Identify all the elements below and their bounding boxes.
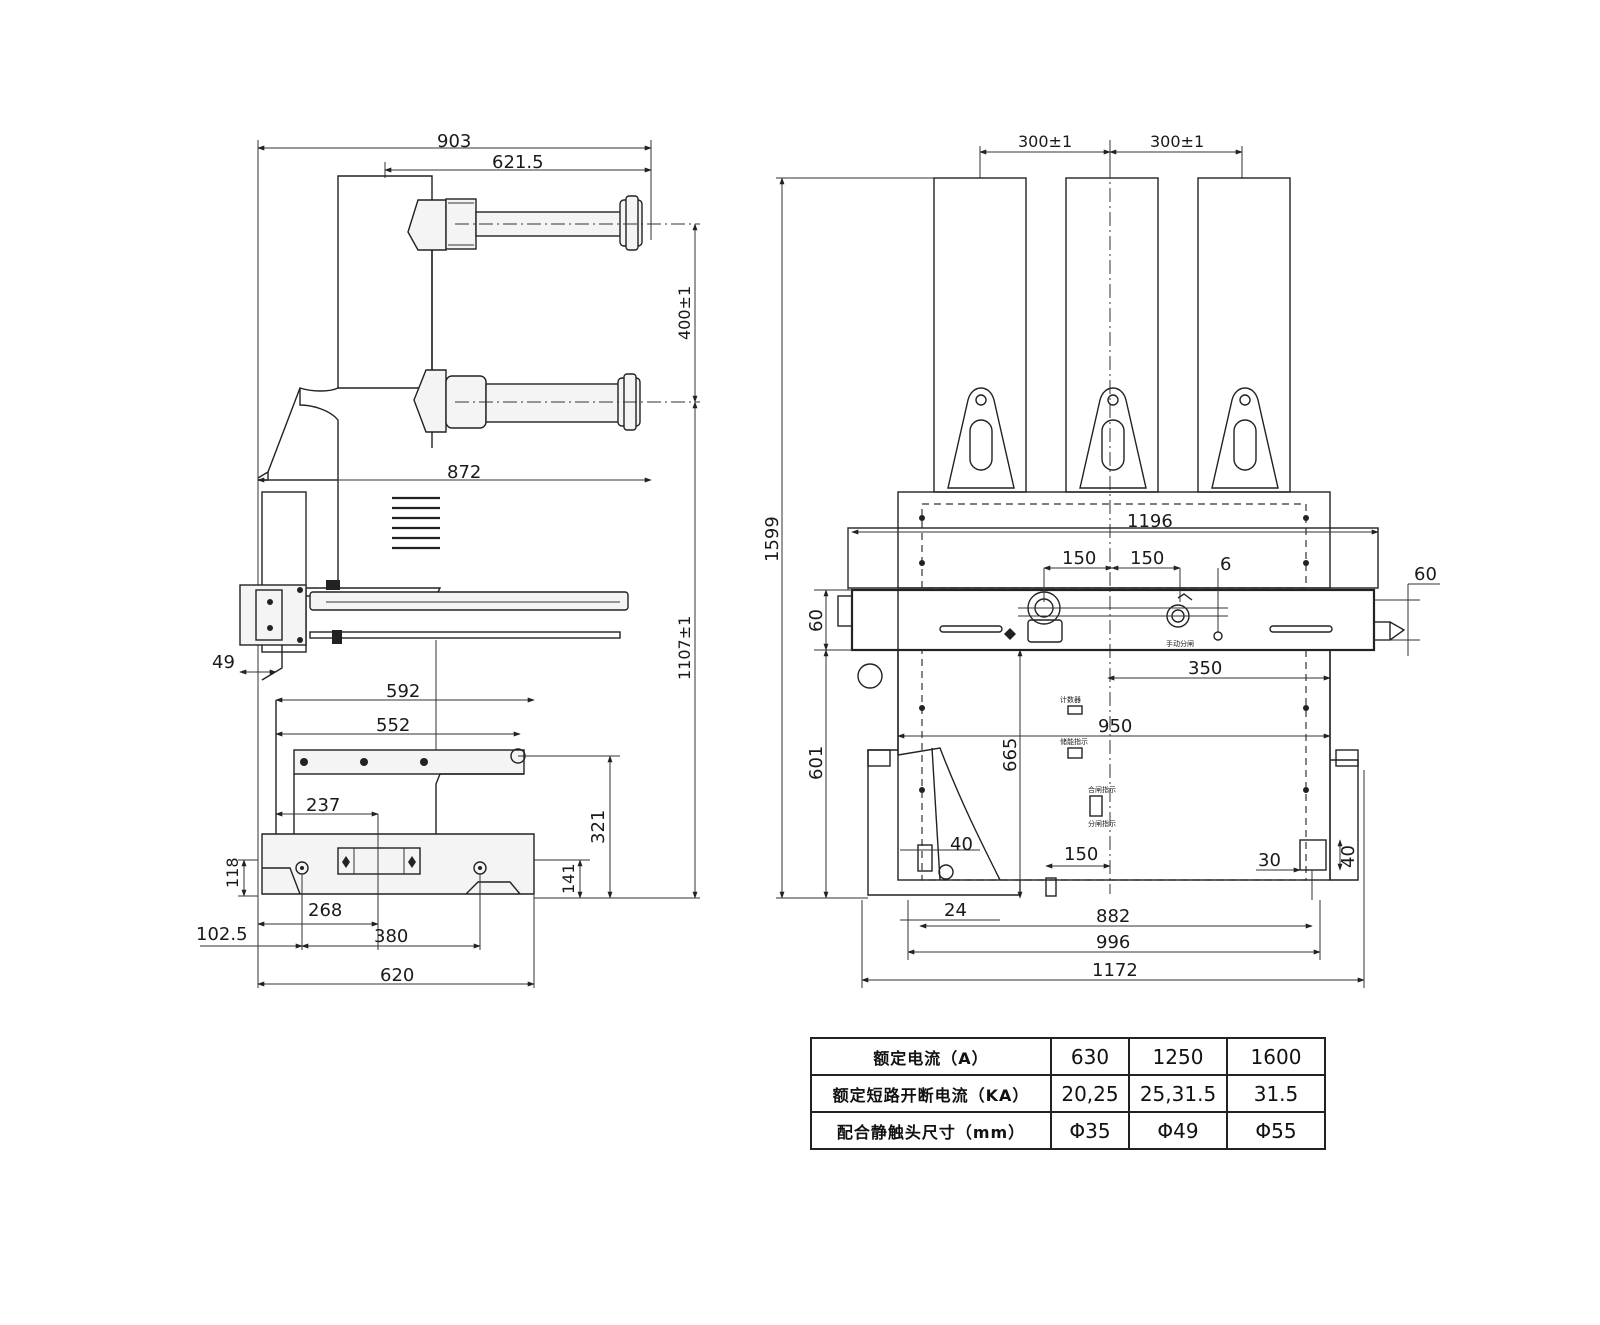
dim-400: 400±1 [675, 286, 694, 340]
dim-268: 268 [308, 900, 342, 921]
chassis: 计数器 储能指示 合闸指示 分闸指示 [857, 649, 1359, 900]
dim-150-bottom: 150 [1064, 844, 1098, 865]
cell-value: 1250 [1128, 1037, 1228, 1076]
dim-24: 24 [944, 900, 967, 921]
side-view: 903 621.5 400±1 872 1107±1 49 592 552 23… [196, 131, 700, 988]
cell-value: 1600 [1226, 1037, 1326, 1076]
cell-value: Φ49 [1128, 1111, 1228, 1150]
dim-49: 49 [212, 652, 235, 673]
base-frame [238, 833, 535, 897]
dim-102-5: 102.5 [196, 924, 248, 945]
cell-value: Φ55 [1226, 1111, 1326, 1150]
lower-arm [413, 369, 641, 433]
dim-118: 118 [223, 857, 242, 888]
front-dimensions [776, 177, 1440, 988]
dim-1107: 1107±1 [675, 616, 694, 680]
label-trip: 分闸指示 [1088, 819, 1116, 828]
table-row: 额定电流（A） 630 1250 1600 [810, 1037, 1326, 1076]
dim-665: 665 [1000, 738, 1021, 772]
dim-150-right: 150 [1130, 548, 1164, 569]
dim-321: 321 [588, 810, 609, 844]
pole-brackets [947, 387, 1279, 489]
label-storage: 储能指示 [1060, 737, 1088, 746]
row-label: 额定电流（A） [810, 1037, 1052, 1076]
upper-arm [407, 195, 643, 251]
dim-1196: 1196 [1127, 511, 1173, 532]
row-label: 额定短路开断电流（KA） [810, 1074, 1052, 1113]
spec-table: 额定电流（A） 630 1250 1600 额定短路开断电流（KA） 20,25… [810, 1037, 1326, 1150]
side-dimension-labels: 903 621.5 400±1 872 1107±1 49 592 552 23… [196, 131, 694, 986]
dim-141: 141 [559, 863, 578, 894]
dim-30: 30 [1258, 850, 1281, 871]
dim-872: 872 [447, 462, 481, 483]
dim-620: 620 [380, 965, 414, 986]
cell-value: 31.5 [1226, 1074, 1326, 1113]
dim-150-left: 150 [1062, 548, 1096, 569]
dim-6: 6 [1220, 554, 1231, 575]
dim-380: 380 [374, 926, 408, 947]
dim-996: 996 [1096, 932, 1130, 953]
dim-350: 350 [1188, 658, 1222, 679]
cell-value: 20,25 [1050, 1074, 1130, 1113]
label-close: 合闸指示 [1088, 785, 1116, 794]
dim-601: 601 [806, 746, 827, 780]
dim-552: 552 [376, 715, 410, 736]
dim-237: 237 [306, 795, 340, 816]
front-view: 手动分闸 计数器 储能指示 合闸指示 分闸指示 [762, 132, 1440, 988]
dim-903: 903 [437, 131, 471, 152]
pole-housings [933, 140, 1291, 894]
truck [275, 640, 526, 834]
frame [837, 491, 1406, 881]
dim-60-left: 60 [806, 609, 827, 632]
dim-882: 882 [1096, 906, 1130, 927]
dim-300-left: 300±1 [1018, 132, 1072, 151]
row-label: 配合静触头尺寸（mm） [810, 1111, 1052, 1150]
dim-1172: 1172 [1092, 960, 1138, 981]
cell-value: 25,31.5 [1128, 1074, 1228, 1113]
table-row: 配合静触头尺寸（mm） Φ35 Φ49 Φ55 [810, 1111, 1326, 1150]
dim-592: 592 [386, 681, 420, 702]
front-dimension-labels: 300±1 300±1 1599 1196 150 150 6 60 60 35… [762, 132, 1437, 981]
dim-40-bracket: 40 [950, 834, 973, 855]
label-manual-op: 手动分闸 [1166, 639, 1194, 648]
dim-300-right: 300±1 [1150, 132, 1204, 151]
cell-value: 630 [1050, 1037, 1130, 1076]
table-row: 额定短路开断电流（KA） 20,25 25,31.5 31.5 [810, 1074, 1326, 1113]
label-counter: 计数器 [1060, 695, 1081, 704]
cooling-fins [392, 496, 440, 550]
dim-950: 950 [1098, 716, 1132, 737]
dim-621-5: 621.5 [492, 152, 544, 173]
side-dimensions [200, 145, 700, 988]
dim-40-right: 40 [1338, 845, 1359, 868]
operating-handles: 手动分闸 [1018, 568, 1228, 648]
front-mechanism [239, 491, 629, 681]
dim-60-right: 60 [1414, 564, 1437, 585]
dim-1599: 1599 [762, 516, 783, 562]
cell-value: Φ35 [1050, 1111, 1130, 1150]
